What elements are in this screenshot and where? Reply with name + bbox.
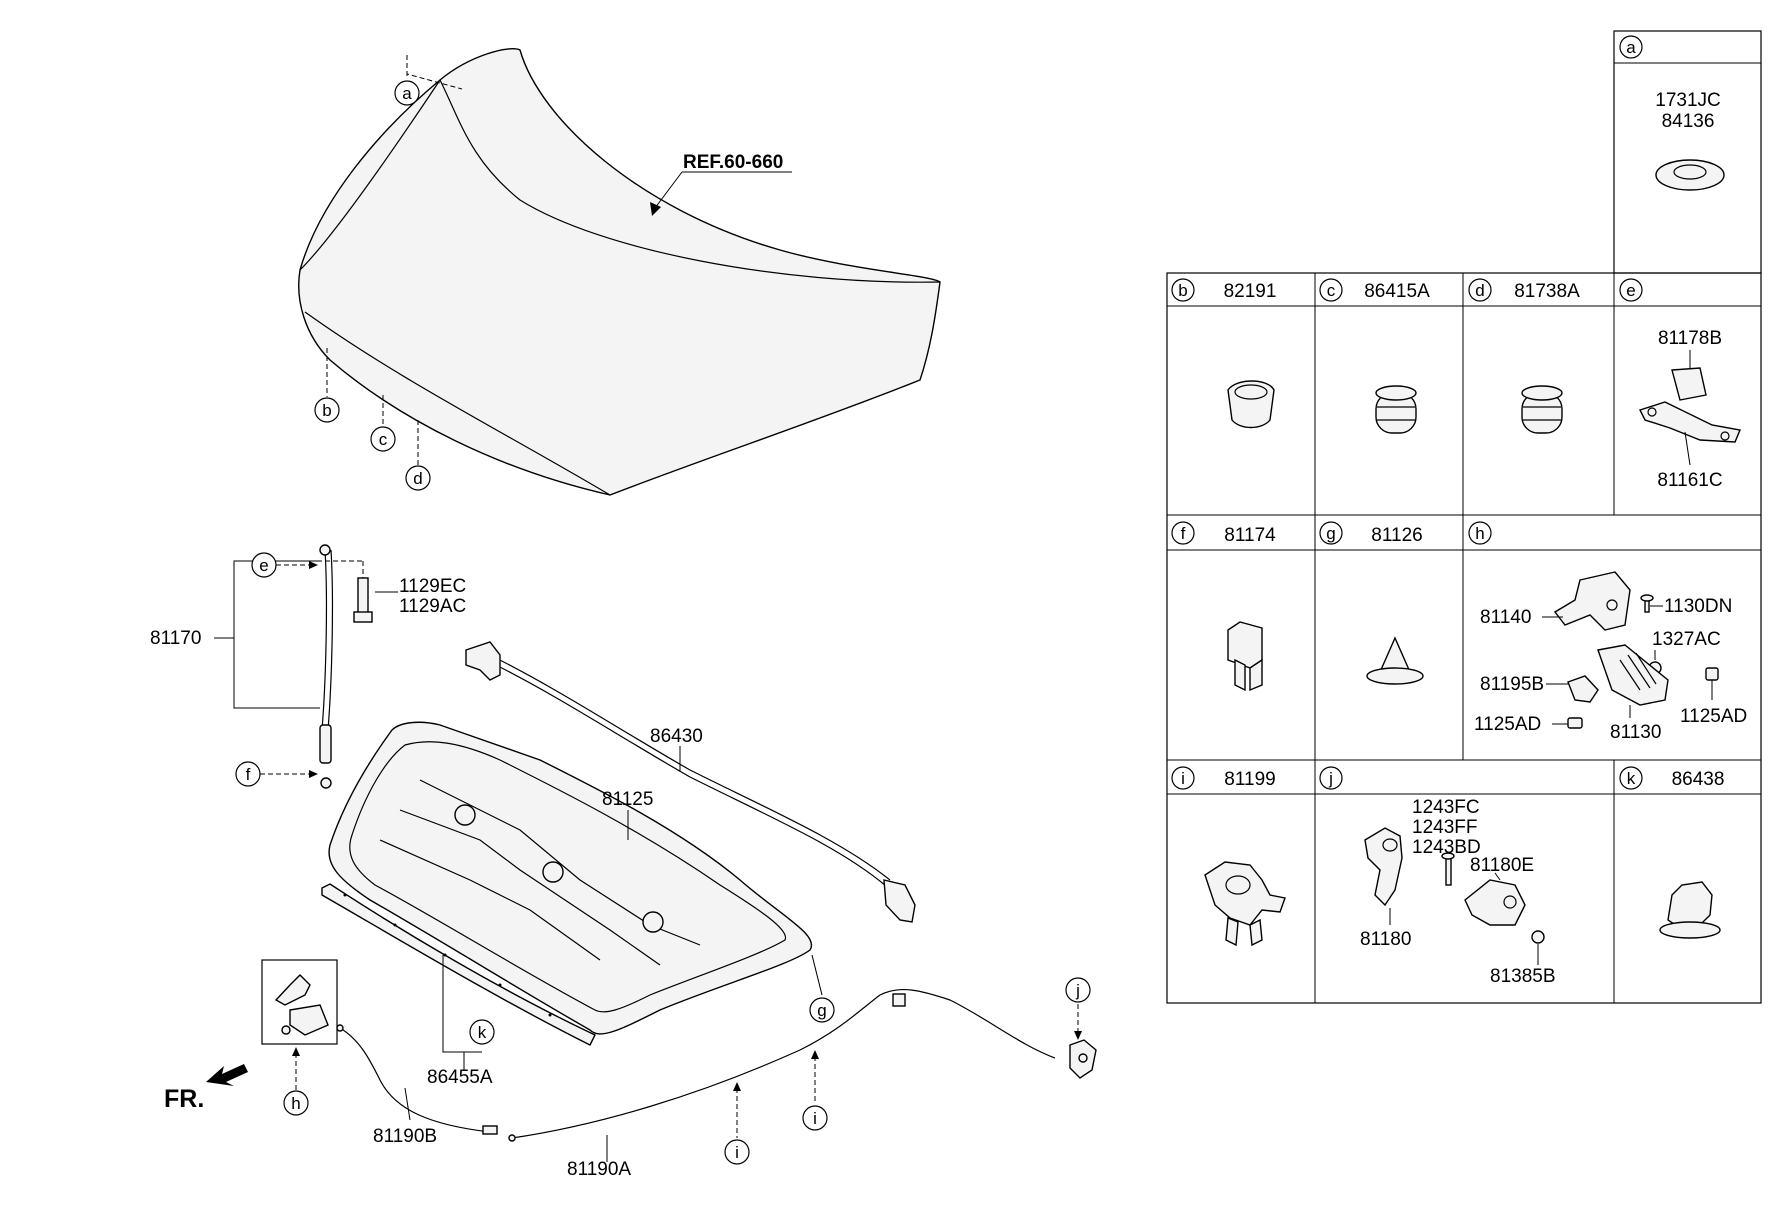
label-81195B: 81195B <box>1480 674 1544 695</box>
label-81130: 81130 <box>1610 722 1661 743</box>
table-cell-f: f 81174 <box>1171 521 1276 692</box>
label-1243BD: 1243BD <box>1412 837 1481 858</box>
seal-strip-86455A <box>321 883 596 1070</box>
parts-table <box>1166 30 1762 1004</box>
label-81385B: 81385B <box>1490 966 1556 987</box>
front-direction-indicator: FR. <box>164 1064 248 1113</box>
label-81178B: 81178B <box>1658 328 1722 349</box>
svg-text:d: d <box>1475 281 1484 300</box>
stay-bracket-81170 <box>214 560 322 709</box>
label-81170: 81170 <box>150 628 201 649</box>
svg-text:k: k <box>1627 769 1636 788</box>
label-1125AD-left: 1125AD <box>1474 714 1541 735</box>
svg-text:k: k <box>478 1023 487 1042</box>
svg-text:b: b <box>322 401 331 420</box>
label-86455A: 86455A <box>427 1067 493 1088</box>
label-84136: 84136 <box>1662 111 1715 132</box>
callout-g: g <box>809 954 835 1023</box>
label-81199: 81199 <box>1224 769 1275 790</box>
latch-inset-box <box>261 959 338 1045</box>
front-label: FR. <box>164 1085 204 1113</box>
label-86430: 86430 <box>650 726 703 747</box>
table-cell-c: c 86415A <box>1319 278 1430 434</box>
svg-text:c: c <box>1327 281 1336 300</box>
label-1243FF: 1243FF <box>1412 817 1477 838</box>
svg-text:j: j <box>1075 981 1080 1000</box>
svg-text:f: f <box>1181 524 1186 543</box>
ref-label: REF.60-660 <box>683 152 783 173</box>
release-cable-81190B <box>336 1024 498 1135</box>
svg-text:e: e <box>1626 281 1635 300</box>
label-82191: 82191 <box>1224 281 1277 302</box>
svg-text:i: i <box>813 1109 817 1128</box>
svg-text:f: f <box>246 765 251 784</box>
label-81180: 81180 <box>1360 929 1411 950</box>
callout-h: h <box>283 1047 309 1116</box>
label-81190A: 81190A <box>567 1159 631 1180</box>
callout-k: k <box>469 1019 495 1045</box>
callout-d: d <box>405 420 431 491</box>
svg-text:h: h <box>1475 524 1484 543</box>
label-1327AC: 1327AC <box>1652 629 1721 650</box>
weatherstrip-86430 <box>465 641 916 923</box>
label-81738A: 81738A <box>1514 281 1580 302</box>
release-cable-81190A <box>508 989 1056 1162</box>
label-81126: 81126 <box>1371 525 1422 546</box>
svg-text:h: h <box>291 1094 300 1113</box>
callout-e: e <box>251 552 318 578</box>
hood-panel <box>298 48 941 496</box>
callout-f: f <box>235 761 318 787</box>
table-cell-d: d 81738A <box>1468 278 1580 434</box>
label-81140: 81140 <box>1480 607 1531 628</box>
callout-i-lower: i <box>724 1082 750 1165</box>
table-cell-g: g 81126 <box>1319 521 1424 685</box>
callout-c: c <box>370 395 396 452</box>
table-cell-b: b 82191 <box>1171 278 1277 429</box>
hood-stay-rod <box>319 544 334 789</box>
svg-text:b: b <box>1178 281 1187 300</box>
label-1125AD-right: 1125AD <box>1680 706 1747 727</box>
label-81161C: 81161C <box>1657 470 1722 491</box>
callout-j: j <box>1065 977 1091 1040</box>
svg-text:j: j <box>1328 769 1333 788</box>
label-86415A: 86415A <box>1364 281 1430 302</box>
svg-text:a: a <box>1626 38 1636 57</box>
label-1130DN: 1130DN <box>1664 596 1732 617</box>
table-cell-h: h 81140 1130DN 1327AC 81195B 1125AD 8113… <box>1468 521 1747 743</box>
label-1129EC: 1129EC <box>399 576 466 597</box>
svg-text:g: g <box>817 1001 826 1020</box>
table-cell-i: i 81199 <box>1171 766 1286 947</box>
stay-bolt-1129 <box>325 560 398 623</box>
svg-text:d: d <box>413 469 422 488</box>
cable-end-lever <box>1069 1039 1097 1079</box>
label-1243FC: 1243FC <box>1412 797 1480 818</box>
svg-text:g: g <box>1326 524 1335 543</box>
svg-text:c: c <box>379 430 388 449</box>
table-cell-a: a 1731JC 84136 <box>1619 35 1725 191</box>
callout-a: a <box>394 80 420 106</box>
svg-text:i: i <box>1181 769 1185 788</box>
table-cell-e: e 81178B 81161C <box>1619 278 1741 491</box>
table-cell-k: k 86438 <box>1619 766 1725 939</box>
label-81125: 81125 <box>602 789 653 810</box>
label-1731JC: 1731JC <box>1655 90 1721 111</box>
label-81174: 81174 <box>1224 525 1276 546</box>
label-86438: 86438 <box>1672 769 1725 790</box>
label-1129AC: 1129AC <box>399 596 466 617</box>
hood-insulator-81125 <box>328 721 813 1035</box>
table-cell-j: j 1243FC 1243FF 1243BD 81180E 81180 8138… <box>1319 766 1556 987</box>
hood-ref-callout: REF.60-660 <box>650 152 792 216</box>
svg-text:i: i <box>735 1143 739 1162</box>
label-81190B: 81190B <box>373 1126 437 1147</box>
label-81180E: 81180E <box>1470 855 1534 876</box>
callout-i-upper: i <box>802 1050 828 1131</box>
callout-b: b <box>314 348 340 423</box>
callout-a-leader <box>406 55 463 90</box>
svg-text:e: e <box>259 556 268 575</box>
svg-text:a: a <box>402 84 412 103</box>
